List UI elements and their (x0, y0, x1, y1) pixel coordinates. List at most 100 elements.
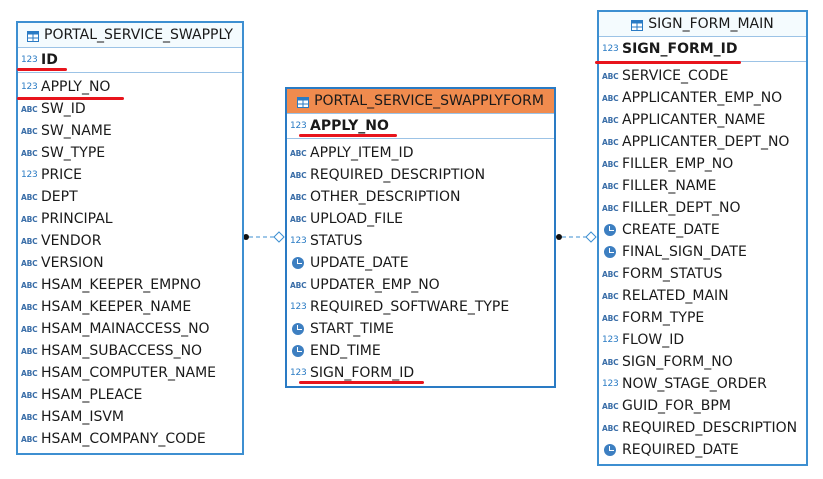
column-name: REQUIRED_DESCRIPTION (622, 420, 798, 436)
datetime-type-icon (290, 322, 308, 336)
string-type-icon: ABC (602, 423, 619, 433)
column-row[interactable]: CREATE_DATE (599, 219, 806, 241)
entity-portal-service-swapplyform[interactable]: PORTAL_SERVICE_SWAPPLYFORM 123 APPLY_NO … (285, 87, 556, 388)
entity-header[interactable]: SIGN_FORM_MAIN (599, 12, 806, 37)
column-name: UPDATER_EMP_NO (310, 277, 440, 293)
highlight-underline (595, 61, 741, 64)
column-row[interactable]: START_TIME (287, 318, 554, 340)
column-row[interactable]: END_TIME (287, 340, 554, 362)
column-name: SIGN_FORM_NO (622, 354, 733, 370)
entity-header[interactable]: PORTAL_SERVICE_SWAPPLY (18, 23, 242, 48)
primary-key-row[interactable]: 123 APPLY_NO (287, 114, 554, 139)
column-name: HSAM_PLEACE (41, 387, 143, 403)
column-name: REQUIRED_DATE (622, 442, 739, 458)
entity-title: PORTAL_SERVICE_SWAPPLY (44, 27, 233, 43)
column-name: SIGN_FORM_ID (310, 365, 415, 381)
column-name: RELATED_MAIN (622, 288, 729, 304)
entity-title: PORTAL_SERVICE_SWAPPLYFORM (314, 93, 544, 109)
string-type-icon: ABC (290, 214, 307, 224)
column-name: HSAM_SUBACCESS_NO (41, 343, 203, 359)
relation-swapply-swapplyform[interactable] (243, 231, 285, 243)
primary-key-row[interactable]: 123 ID (18, 48, 242, 73)
column-name: SW_NAME (41, 123, 112, 139)
column-name: FINAL_SIGN_DATE (622, 244, 747, 260)
column-name: DEPT (41, 189, 78, 205)
string-type-icon: ABC (602, 159, 619, 169)
numeric-type-icon: 123 (290, 236, 307, 246)
string-type-icon: ABC (21, 412, 38, 422)
string-type-icon: ABC (602, 313, 619, 323)
string-type-icon: ABC (290, 148, 307, 158)
column-name: UPDATE_DATE (310, 255, 409, 271)
string-type-icon: ABC (21, 324, 38, 334)
column-row[interactable]: REQUIRED_DATE (599, 439, 806, 461)
string-type-icon: ABC (21, 214, 38, 224)
string-type-icon: ABC (21, 368, 38, 378)
string-type-icon: ABC (21, 302, 38, 312)
entity-header[interactable]: PORTAL_SERVICE_SWAPPLYFORM (287, 89, 554, 114)
table-icon (27, 30, 40, 42)
primary-key-row[interactable]: 123 SIGN_FORM_ID (599, 37, 806, 62)
column-name: UPLOAD_FILE (310, 211, 403, 227)
column-name: END_TIME (310, 343, 381, 359)
entity-title: SIGN_FORM_MAIN (648, 16, 774, 32)
column-name: FLOW_ID (622, 332, 685, 348)
string-type-icon: ABC (21, 346, 38, 356)
relation-swapplyform-signform[interactable] (556, 231, 597, 243)
column-row[interactable]: UPDATE_DATE (287, 252, 554, 274)
numeric-type-icon: 123 (21, 170, 38, 180)
column-name: REQUIRED_SOFTWARE_TYPE (310, 299, 510, 315)
string-type-icon: ABC (21, 126, 38, 136)
datetime-type-icon (602, 223, 620, 237)
column-row[interactable]: FINAL_SIGN_DATE (599, 241, 806, 263)
column-name: STATUS (310, 233, 363, 249)
column-name: APPLICANTER_DEPT_NO (622, 134, 790, 150)
string-type-icon: ABC (290, 192, 307, 202)
column-name: VERSION (41, 255, 104, 271)
